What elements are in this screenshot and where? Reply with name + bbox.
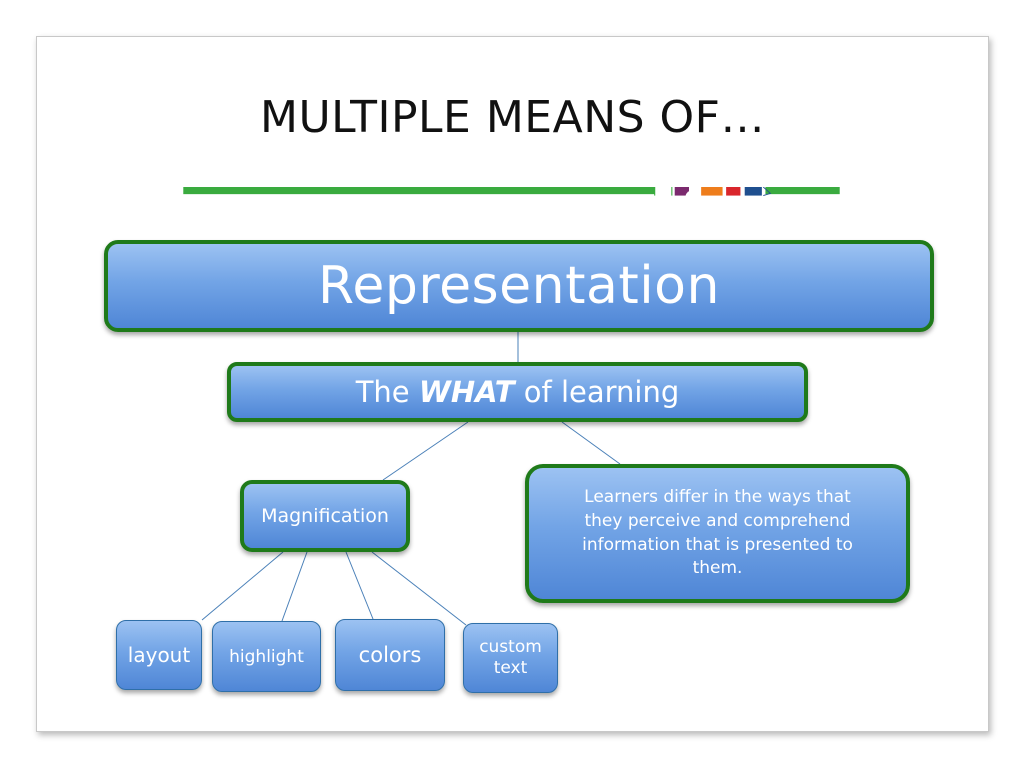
connector-mag-to-custom (371, 551, 467, 626)
colors-box: colors (335, 619, 445, 691)
connector-mag-to-layout (201, 551, 284, 621)
highlight-box: highlight (212, 621, 321, 692)
accent-white-circle (685, 190, 699, 197)
description-text: Learners differ in the ways that they pe… (582, 486, 853, 579)
custom-text-line1: custom (479, 636, 542, 657)
connector-subtitle-to-description (561, 421, 621, 465)
connector-mag-to-colors (345, 551, 374, 620)
accent-red-block (726, 187, 741, 196)
custom-text-box: custom text (463, 623, 558, 693)
highlight-label: highlight (229, 646, 304, 667)
magnification-box: Magnification (240, 480, 410, 552)
connector-mag-to-highlight (281, 551, 308, 622)
colors-label: colors (358, 643, 422, 667)
slide-title: MULTIPLE MEANS OF… (260, 92, 765, 143)
connector-subtitle-to-magnification (382, 421, 469, 481)
custom-text-line2: text (493, 658, 528, 678)
accent-orange-block (701, 187, 723, 196)
what-of-learning-label: The WHAT of learning (356, 375, 680, 409)
rule-green-bar (183, 187, 655, 195)
rule-green-bar-right (765, 187, 840, 195)
title-rule (183, 187, 840, 197)
magnification-label: Magnification (261, 505, 389, 527)
description-box: Learners differ in the ways that they pe… (525, 464, 910, 603)
layout-label: layout (127, 643, 191, 667)
representation-box: Representation (104, 240, 934, 332)
representation-label: Representation (318, 256, 720, 316)
what-emphasis: WHAT (418, 375, 515, 409)
accent-navy-block (744, 187, 762, 196)
what-suffix: of learning (514, 375, 680, 409)
what-prefix: The (355, 375, 419, 409)
accent-purple-block (674, 187, 689, 196)
what-of-learning-box: The WHAT of learning (227, 362, 808, 422)
accent-chevron (762, 187, 772, 196)
layout-box: layout (116, 620, 202, 690)
